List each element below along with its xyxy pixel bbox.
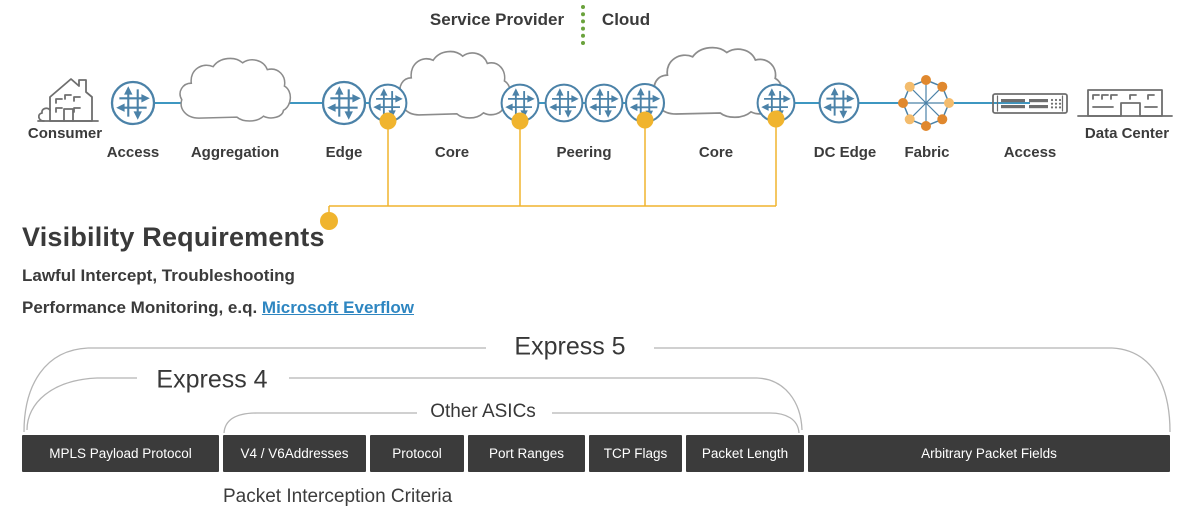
- visibility-line2-prefix: Performance Monitoring, e.q.: [22, 298, 262, 317]
- visibility-title: Visibility Requirements: [22, 222, 325, 252]
- node-label-peering: Peering: [556, 144, 612, 161]
- node-label-datacenter: Data Center: [1084, 125, 1170, 142]
- router-icon-edge: [321, 80, 367, 126]
- box-arbitrary-packet-fields: Arbitrary Packet Fields: [808, 435, 1170, 472]
- node-label-access: Access: [106, 144, 160, 161]
- visibility-line2: Performance Monitoring, e.q. Microsoft E…: [22, 298, 414, 318]
- node-label-core-1: Core: [434, 144, 470, 161]
- box-tcp-flags: TCP Flags: [589, 435, 682, 472]
- node-label-edge: Edge: [325, 144, 363, 161]
- other-asics-label: Other ASICs: [430, 401, 536, 422]
- router-icon-dc-edge: [818, 82, 860, 124]
- box-port-ranges: Port Ranges: [468, 435, 585, 472]
- router-icon-core-left: [368, 83, 408, 123]
- node-label-dc-edge: DC Edge: [813, 144, 877, 161]
- node-label-aggregation: Aggregation: [190, 144, 280, 161]
- cloud-icon: [653, 46, 783, 119]
- cloud-icon: [179, 57, 292, 122]
- fabric-icon: [898, 75, 954, 131]
- box-v4-v6-addresses: V4 / V6Addresses: [223, 435, 366, 472]
- switch-icon: [992, 93, 1068, 114]
- cloud-label: Cloud: [601, 10, 651, 29]
- router-icon-peering-2: [584, 83, 624, 123]
- router-icon-core2-left: [624, 82, 666, 124]
- node-label-core-2: Core: [698, 144, 734, 161]
- dotted-divider-icon: [581, 5, 585, 45]
- box-packet-length: Packet Length: [686, 435, 804, 472]
- consumer-building-icon: [37, 78, 99, 122]
- box-mpls-payload-protocol: MPLS Payload Protocol: [22, 435, 219, 472]
- box-protocol: Protocol: [370, 435, 464, 472]
- cloud-icon: [399, 50, 512, 119]
- express4-label: Express 4: [156, 365, 268, 394]
- router-icon-peering-1: [544, 83, 584, 123]
- bracket-express4: [26, 377, 803, 431]
- node-label-consumer: Consumer: [27, 125, 103, 142]
- microsoft-everflow-link[interactable]: Microsoft Everflow: [261, 298, 415, 317]
- packet-interception-caption: Packet Interception Criteria: [223, 486, 453, 507]
- service-provider-label: Service Provider: [429, 10, 565, 29]
- node-label-fabric: Fabric: [904, 144, 950, 161]
- router-icon-core2-right: [756, 83, 796, 123]
- router-icon-access: [110, 80, 156, 126]
- datacenter-building-icon: [1077, 89, 1173, 117]
- express5-label: Express 5: [514, 332, 626, 361]
- tap-lines: [320, 110, 785, 230]
- node-label-access-dc: Access: [1003, 144, 1057, 161]
- visibility-line1: Lawful Intercept, Troubleshooting: [22, 266, 295, 285]
- packet-fields-row: MPLS Payload Protocol V4 / V6Addresses P…: [22, 435, 1170, 472]
- router-icon-core-right: [500, 83, 540, 123]
